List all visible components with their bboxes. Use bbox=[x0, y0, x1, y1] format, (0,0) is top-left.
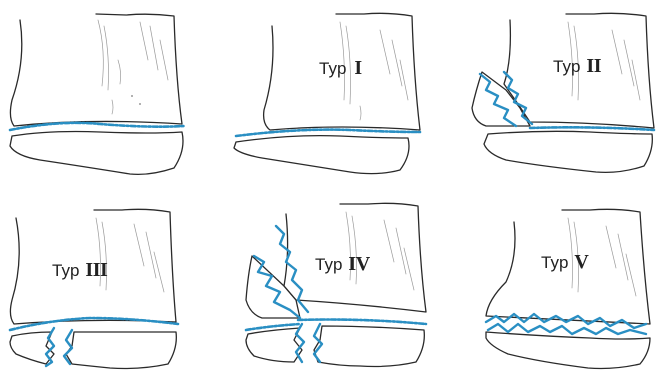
panel-typ3: Typ III bbox=[10, 209, 178, 368]
label-word: Typ bbox=[315, 255, 342, 274]
label-numeral: V bbox=[574, 251, 589, 273]
bone-hatching bbox=[340, 22, 408, 120]
epiphysis-outline bbox=[234, 136, 409, 174]
label-numeral: III bbox=[85, 259, 108, 281]
panel-typ2: Typ II bbox=[472, 13, 654, 172]
label-word: Typ bbox=[553, 57, 580, 76]
fracture-line-metaphysis bbox=[254, 256, 300, 318]
panel-typ1: Typ I bbox=[234, 13, 420, 173]
crush-zone-lower bbox=[488, 324, 646, 334]
fracture-line-epiphysis-edge bbox=[64, 330, 72, 364]
label-numeral: I bbox=[354, 57, 362, 79]
fracture-line-physis bbox=[530, 127, 654, 130]
fracture-line-physis bbox=[298, 320, 426, 325]
bone-hatching bbox=[98, 20, 168, 114]
panel-label-typ3: Typ III bbox=[52, 259, 108, 281]
bone-hatching bbox=[346, 212, 414, 290]
panel-label-typ4: Typ IV bbox=[315, 253, 371, 275]
panel-normal bbox=[10, 14, 184, 174]
label-word: Typ bbox=[52, 261, 79, 280]
panel-label-typ5: Typ V bbox=[541, 251, 589, 273]
panel-label-typ1: Typ I bbox=[319, 57, 362, 79]
fracture-line-metaphysis-edge bbox=[276, 226, 308, 312]
epiphysis-fragment-right bbox=[66, 332, 176, 369]
epiphysis-outline bbox=[486, 332, 650, 369]
panel-typ4: Typ IV bbox=[246, 203, 426, 366]
label-numeral: IV bbox=[348, 253, 370, 275]
epiphysis-fragment-right bbox=[314, 326, 424, 367]
epiphysis-fragment-left bbox=[246, 328, 302, 362]
metaphysis-fragment bbox=[472, 72, 530, 126]
crush-zone-upper bbox=[486, 314, 646, 328]
panel-typ6: Typ V bbox=[486, 209, 650, 368]
label-word: Typ bbox=[541, 253, 568, 272]
epiphysis-outline bbox=[484, 131, 652, 172]
epiphysis-outline bbox=[10, 132, 183, 175]
fracture-line-metaphysis bbox=[504, 72, 532, 124]
fracture-line-physis bbox=[10, 318, 178, 330]
label-numeral: II bbox=[586, 55, 601, 77]
label-word: Typ bbox=[319, 59, 346, 78]
panel-label-typ2: Typ II bbox=[553, 55, 602, 77]
metaphysis-outline bbox=[10, 14, 182, 126]
